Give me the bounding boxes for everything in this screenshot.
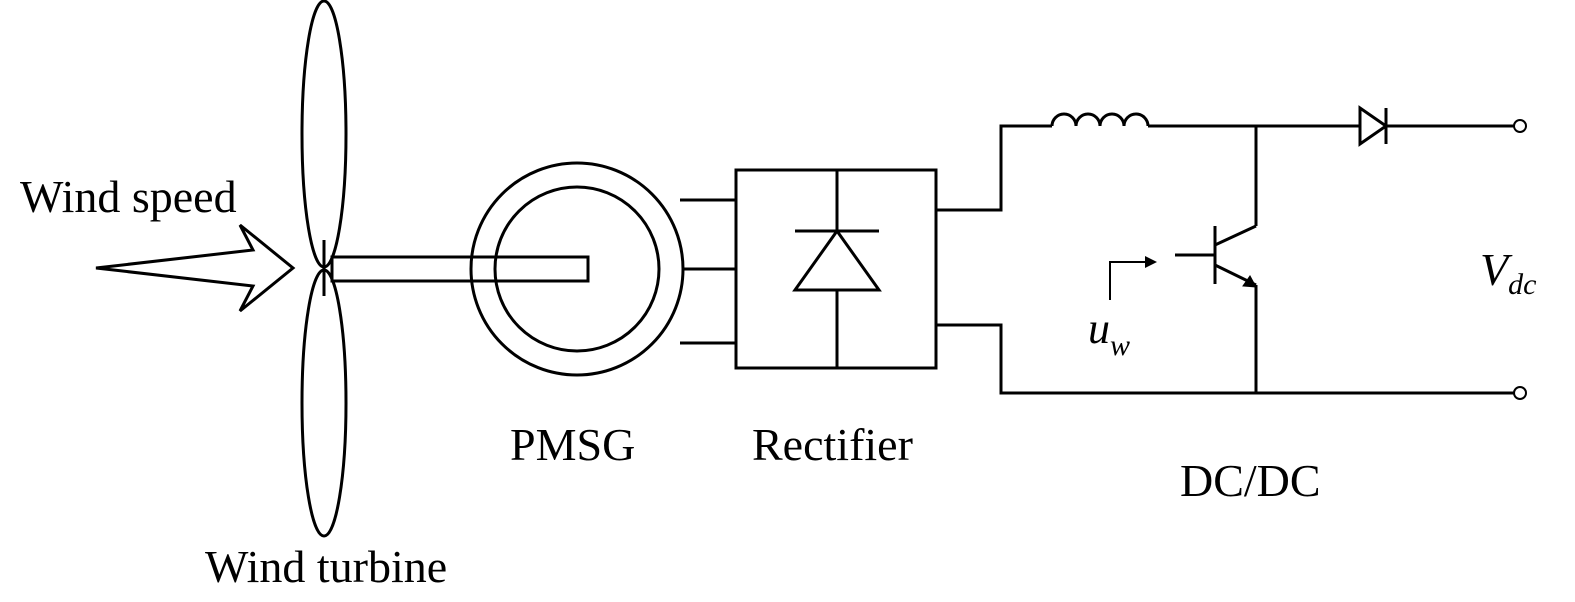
inductor-coil [1050,112,1150,127]
wind-turbine-label: Wind turbine [205,541,447,592]
pmsg-label: PMSG [510,419,635,470]
output-terminal-negative [1513,386,1527,400]
transistor-emitter-arrow-icon [1242,275,1257,288]
output-voltage-label: Vdc [1480,244,1536,301]
dcdc-label: DC/DC [1180,455,1321,506]
wind-arrow [95,223,296,313]
dc-negative-wire [936,323,1518,395]
output-diode-icon [1358,105,1389,147]
pmsg-rotor-circle [493,185,661,353]
output-terminal-positive [1513,119,1527,133]
wind-speed-label: Wind speed [20,171,237,222]
dc-positive-wire [936,124,1052,212]
control-arrow-head-icon [1145,256,1157,268]
turbine-shaft [330,255,590,283]
rectifier-diode-icon [792,228,882,292]
rectifier-label: Rectifier [752,419,913,470]
control-signal-arrow [1109,261,1150,300]
transistor-collector-leg [1214,224,1257,247]
control-signal-label: uw [1088,304,1130,362]
turbine-blade-upper [300,0,348,269]
turbine-blade-lower [300,268,348,538]
